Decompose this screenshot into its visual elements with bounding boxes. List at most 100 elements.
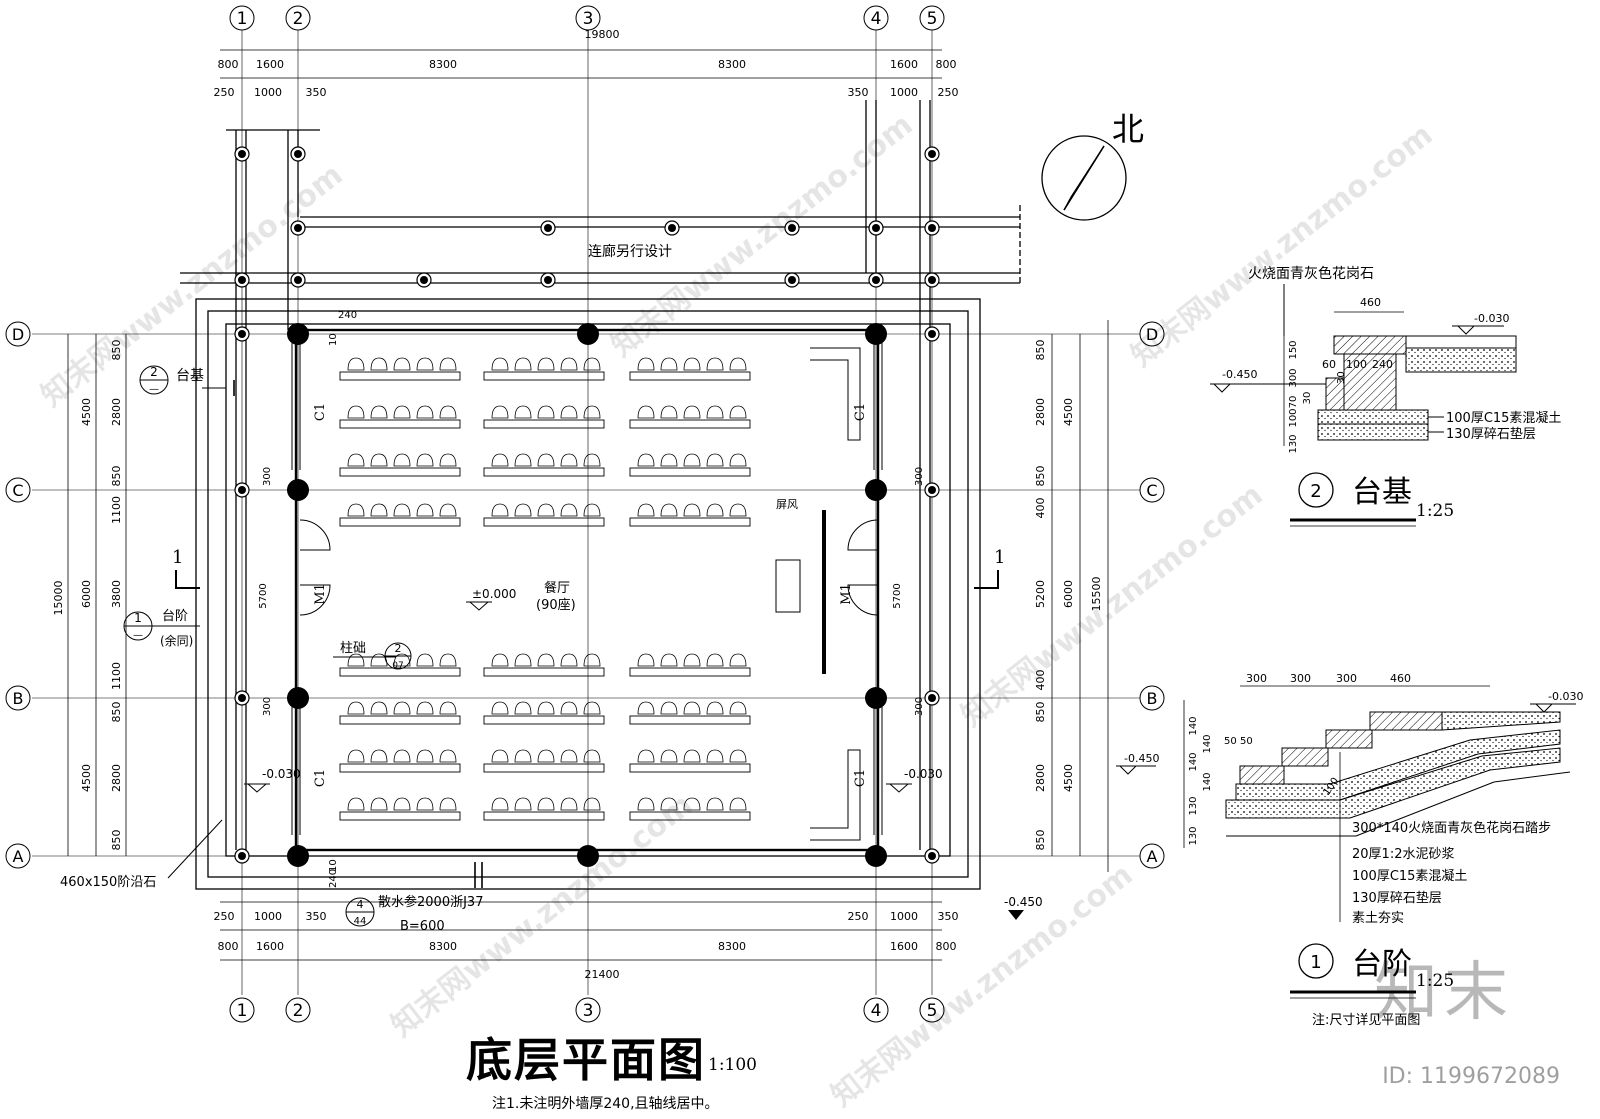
dim-door-span-left: 5700 <box>258 583 269 608</box>
dim-top-r2-3: 350 <box>848 86 869 99</box>
dim-right-axis-0: 4500 <box>1062 398 1075 426</box>
ref-platform-label: 台基 <box>176 367 204 384</box>
column-small <box>868 272 884 288</box>
axis-D-right: D <box>1146 325 1158 344</box>
ds-top-2: 300 <box>1336 672 1357 685</box>
edge-stone-note: 460x150阶沿石 <box>60 875 156 890</box>
axis-C-left: C <box>12 481 23 500</box>
dim-bot-r1-3: 8300 <box>718 940 746 953</box>
ds-title: 台阶 <box>1352 947 1412 982</box>
dining-table-set <box>629 503 751 527</box>
ref-apron-sheet: 44 <box>354 916 367 927</box>
dim-top-r2-5: 250 <box>938 86 959 99</box>
dim-top-r1-4: 1600 <box>890 58 918 71</box>
column-small <box>290 220 306 236</box>
dp-dim-row-0: 60 <box>1322 358 1336 371</box>
ds-layer-1: 20厚1:2水泥砂浆 <box>1352 847 1454 862</box>
axis-4-bottom: 4 <box>871 1001 882 1021</box>
dim-left-d4: 3800 <box>110 580 123 608</box>
dp-left-1: 300 <box>1288 368 1299 387</box>
dim-top-total: 19800 <box>585 28 620 41</box>
dim-offset-rb: 300 <box>914 697 925 716</box>
ref-pillar-sheet: 07 <box>392 661 403 671</box>
column <box>287 479 309 501</box>
ds-layer-4: 素土夯实 <box>1352 911 1404 926</box>
column-small <box>234 272 250 288</box>
axis-A-left: A <box>13 847 24 866</box>
dim-left-total: 15000 <box>52 581 65 616</box>
dining-table-set <box>629 453 751 477</box>
dim-top-r2-2: 350 <box>306 86 327 99</box>
dp-num: 2 <box>1310 481 1321 502</box>
dining-table-set <box>483 797 605 821</box>
dining-table-set <box>629 653 751 677</box>
dim-right-axis-2: 4500 <box>1062 764 1075 792</box>
level-terrace-left: -0.030 <box>262 767 301 781</box>
level-terrace-right: -0.030 <box>904 767 943 781</box>
dp-layer-0: 100厚C15素混凝土 <box>1446 410 1561 426</box>
apron-width: B=600 <box>400 919 445 934</box>
ref-steps-sublabel: (余同) <box>160 633 193 648</box>
dining-table-set <box>629 797 751 821</box>
column-small <box>290 146 306 162</box>
axis-1-bottom: 1 <box>237 1001 248 1021</box>
dining-table-set <box>483 503 605 527</box>
dining-table-set <box>629 749 751 773</box>
dims-bottom-text: 250 1000 350 250 1000 350 800 1600 8300 … <box>214 910 959 981</box>
detail-steps: 300 300 300 460 -0.030 -0.450 100 140 14… <box>1116 672 1583 1028</box>
dining-table-set <box>483 405 605 429</box>
door-code-right: M1 <box>839 583 854 605</box>
ds-level-low: -0.450 <box>1124 752 1159 765</box>
dims-right-text: 850 2800 850 400 5200 400 850 2800 850 4… <box>1034 340 1103 851</box>
column-small <box>924 326 940 342</box>
column-small <box>784 272 800 288</box>
axis-4-top: 4 <box>871 9 882 29</box>
dim-right-d8: 850 <box>1034 830 1047 851</box>
dim-right-d2: 850 <box>1034 466 1047 487</box>
seating-area <box>339 357 751 821</box>
column-small <box>234 482 250 498</box>
dim-bot-r1-1: 1600 <box>256 940 284 953</box>
dim-gap-top: 10 <box>328 333 339 346</box>
ref-apron-num: 4 <box>357 898 364 911</box>
dp-dim-top: 460 <box>1360 296 1381 309</box>
column <box>577 323 599 345</box>
column-small <box>924 690 940 706</box>
dp-left-4: 100 <box>1288 408 1299 427</box>
dining-table-set <box>483 701 605 725</box>
plan-title-block: 底层平面图 1:100 注1.未注明外墙厚240,且轴线居中。 <box>466 1033 757 1112</box>
dims-left-text: 15000 4500 6000 4500 850 2800 850 1100 3… <box>52 340 123 851</box>
dim-wall-bottom: 240 <box>328 869 339 888</box>
dim-right-d1: 2800 <box>1034 398 1047 426</box>
column-small <box>924 482 940 498</box>
dim-left-d5: 1100 <box>110 662 123 690</box>
window-code-lt: C1 <box>313 403 328 421</box>
dp-left-5: 130 <box>1288 434 1299 453</box>
dining-table-set <box>629 405 751 429</box>
dim-top-r1-3: 8300 <box>718 58 746 71</box>
dp-dim-30: 30 <box>1336 371 1347 384</box>
column-small <box>540 220 556 236</box>
column <box>865 479 887 501</box>
dim-right-d6: 850 <box>1034 702 1047 723</box>
north-compass: 北 <box>1041 110 1144 221</box>
plan-scale: 1:100 <box>708 1055 757 1075</box>
dp-level-top: -0.030 <box>1474 312 1509 325</box>
ref-platform-num: 2 <box>150 365 158 379</box>
plan-title: 底层平面图 <box>466 1033 706 1087</box>
column <box>287 687 309 709</box>
columns <box>234 146 940 867</box>
column <box>287 845 309 867</box>
column <box>865 687 887 709</box>
ds-top-3: 460 <box>1390 672 1411 685</box>
plan-note: 注1.未注明外墙厚240,且轴线居中。 <box>492 1096 719 1112</box>
column-small <box>924 272 940 288</box>
dim-offset-lt: 300 <box>262 467 273 486</box>
dp-left-2: 70 <box>1288 396 1299 409</box>
dim-right-d4: 5200 <box>1034 580 1047 608</box>
axis-A-right: A <box>1147 847 1158 866</box>
dim-door-span-right: 5700 <box>892 583 903 608</box>
dim-bot-r2-2: 350 <box>306 910 327 923</box>
column-small <box>664 220 680 236</box>
ds-note: 注:尺寸详见平面图 <box>1312 1013 1420 1028</box>
